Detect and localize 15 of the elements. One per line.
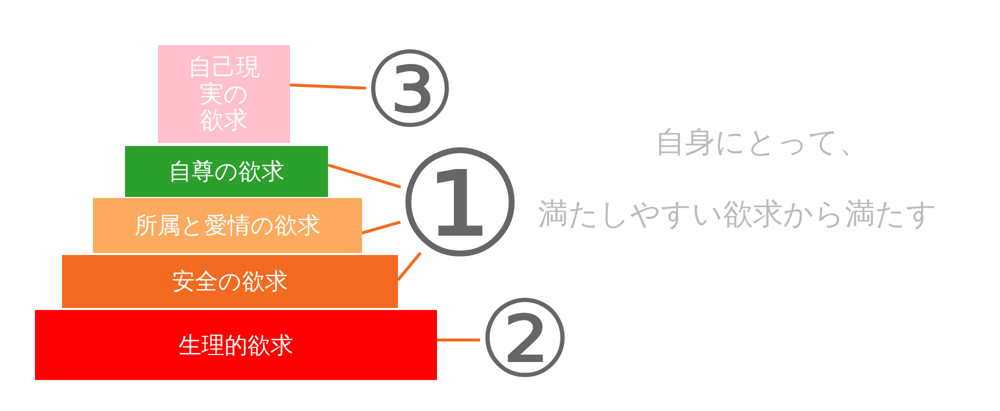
pyramid-level-box: 自己現実の欲求: [158, 45, 290, 143]
pyramid-level-box: 自尊の欲求: [125, 146, 328, 197]
connector-line: [362, 220, 401, 234]
connector-line: [396, 252, 422, 281]
note-text: 満たしやすい欲求から満たす: [538, 196, 937, 234]
pyramid-level-box: 生理的欲求: [35, 310, 437, 380]
pyramid-level-box: 所属と愛情の欲求: [93, 198, 362, 253]
circled-number: ③: [366, 46, 454, 134]
connector-line: [290, 84, 366, 90]
circled-number: ①: [398, 143, 522, 267]
pyramid-level-box: 安全の欲求: [62, 255, 398, 308]
connector-line: [328, 164, 402, 188]
circled-number: ②: [480, 295, 570, 385]
connector-line: [437, 338, 480, 342]
note-text: 自身にとって、: [655, 124, 869, 162]
